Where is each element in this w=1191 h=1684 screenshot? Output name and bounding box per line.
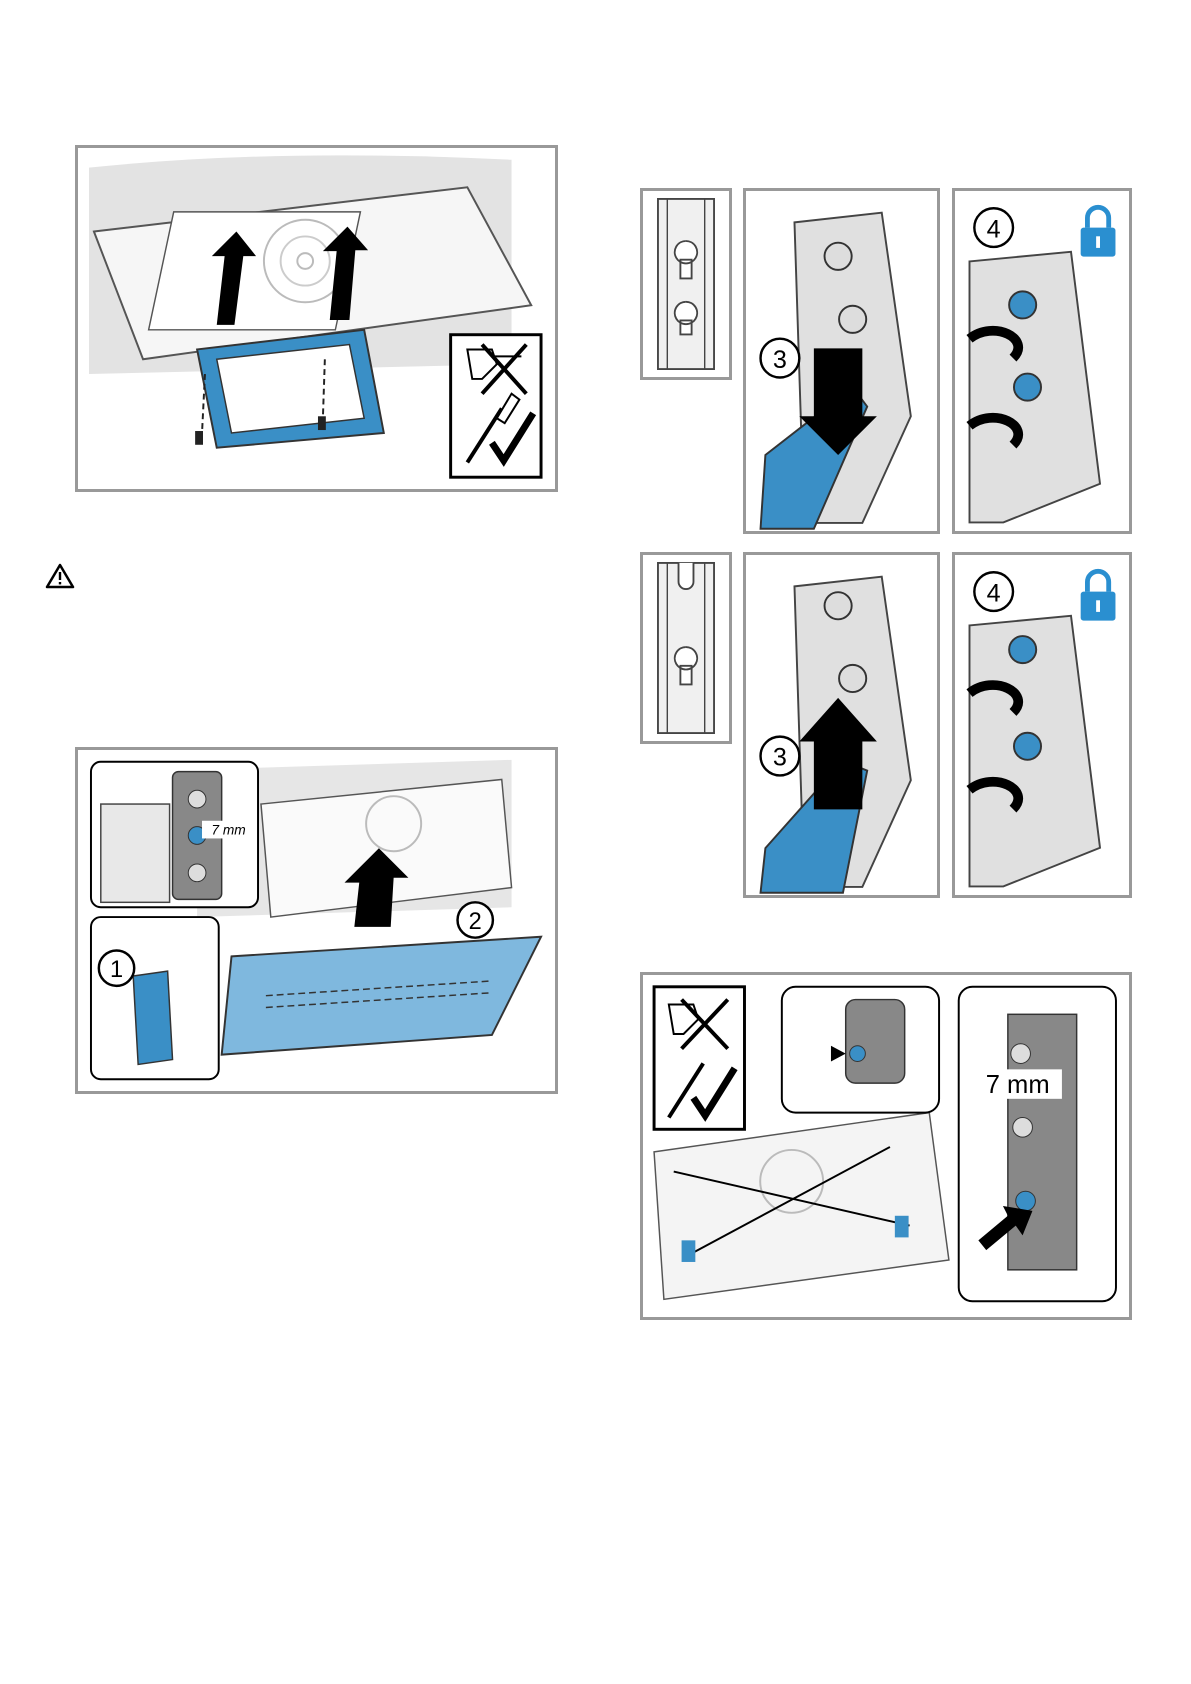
warning-triangle-icon [45, 563, 75, 589]
figure-attach-panel-illustration: 2 7 mm 1 [78, 750, 555, 1091]
step-2-label: 2 [469, 908, 482, 934]
step-3-label-2: 3 [773, 744, 787, 772]
figure-attach-panel: 2 7 mm 1 [75, 747, 558, 1094]
figure-remove-panel [75, 145, 558, 492]
rail-slot-step4: 4 [952, 552, 1132, 898]
figure-remove-panel-illustration [78, 148, 555, 489]
rail-keyhole-step3: 3 [743, 188, 940, 534]
step-4-label-2: 4 [987, 579, 1001, 607]
step-1-label: 1 [110, 956, 123, 982]
rail-slot-thumbnail [640, 552, 732, 744]
figure-bolts-panel: 7 mm [640, 972, 1132, 1320]
lock-icon [1081, 571, 1116, 620]
measurement-7mm-label-2: 7 mm [986, 1071, 1050, 1099]
rail-keyhole-step4: 4 [952, 188, 1132, 534]
step-3-label: 3 [773, 346, 787, 374]
rail-slot-step3: 3 [743, 552, 940, 898]
measurement-7mm-label: 7 mm [211, 823, 245, 838]
lock-icon [1081, 207, 1116, 256]
step-4-label: 4 [987, 215, 1001, 243]
rail-keyhole-thumbnail [640, 188, 732, 380]
